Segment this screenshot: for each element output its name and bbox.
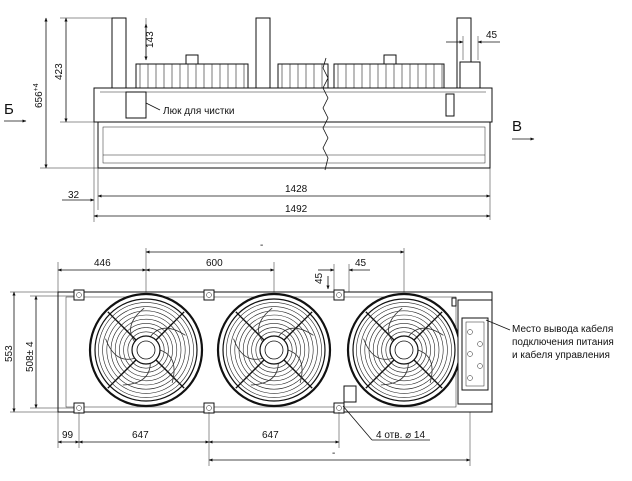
dim-508: 508± 4 <box>25 341 36 372</box>
cable-note-line1: Место вывода кабеля <box>512 323 613 335</box>
cleaning-hatch-label: Люк для чистки <box>163 106 234 117</box>
dim-553: 553 <box>4 345 15 362</box>
view-label-v: В <box>512 118 522 135</box>
dim-423: 423 <box>54 63 65 80</box>
mounting-hole-5 <box>206 405 212 411</box>
holes-note-leader <box>342 405 373 441</box>
fan-2 <box>216 292 332 408</box>
top-fan-grille-1 <box>135 54 249 89</box>
view-label-b: Б <box>4 101 14 118</box>
mounting-lug-5 <box>203 402 215 414</box>
unit-housing-side <box>93 87 493 123</box>
dim-dash-bottom: - <box>332 448 335 459</box>
mounting-hole-4 <box>76 405 82 411</box>
control-box <box>451 297 493 405</box>
fan-1 <box>88 292 204 408</box>
dim-1492: 1492 <box>285 204 308 215</box>
dim-45-vertical: 45 <box>314 272 325 284</box>
mounting-lug-3 <box>333 289 345 301</box>
top-view: Люк для чистки 143 45 423 656+4 Б В <box>4 17 535 222</box>
top-fan-grille-2 <box>277 63 329 89</box>
label-plate <box>343 385 357 403</box>
dim-45-top: 45 <box>486 30 498 41</box>
break-line <box>322 57 329 171</box>
fans-layer <box>88 292 462 408</box>
cable-note-leader <box>485 319 511 331</box>
dim-99: 99 <box>62 430 74 441</box>
top-fan-grille-3 <box>333 54 445 89</box>
dim-647-left: 647 <box>132 430 149 441</box>
mounting-hole-1 <box>76 292 82 298</box>
dim-dash-top: - <box>260 240 263 251</box>
mounting-hole-3 <box>336 292 342 298</box>
dim-656-tol: +4 <box>33 83 40 91</box>
dim-446: 446 <box>94 258 111 269</box>
dim-647-right: 647 <box>262 430 279 441</box>
cable-note: Место вывода кабеля подключения питания … <box>512 323 617 361</box>
dim-656: 656+4 <box>33 83 45 108</box>
mounting-hole-6 <box>336 405 342 411</box>
dim-32: 32 <box>68 190 80 201</box>
dim-600: 600 <box>206 258 223 269</box>
coil-section <box>97 121 491 169</box>
mounting-hole-2 <box>206 292 212 298</box>
dim-508-tol: ± 4 <box>25 341 36 355</box>
support-post-mid <box>255 17 271 89</box>
holes-note: 4 отв. ⌀ 14 <box>376 430 425 441</box>
cleaning-hatch <box>125 91 147 119</box>
mounting-lug-6 <box>333 402 345 414</box>
mounting-lug-2 <box>203 289 215 301</box>
dim-143: 143 <box>145 31 156 48</box>
support-post-left <box>111 17 127 89</box>
cable-note-line2: подключения питания <box>512 337 614 348</box>
dim-45-horizontal: 45 <box>355 258 367 269</box>
dim-1428: 1428 <box>285 184 308 195</box>
cable-note-line3: и кабеля управления <box>512 349 610 361</box>
mounting-lug-1 <box>73 289 85 301</box>
mounting-lug-4 <box>73 402 85 414</box>
junction-box-top <box>459 61 481 89</box>
front-view: - 446 600 45 45 <box>4 240 617 466</box>
fan-3 <box>346 292 462 408</box>
